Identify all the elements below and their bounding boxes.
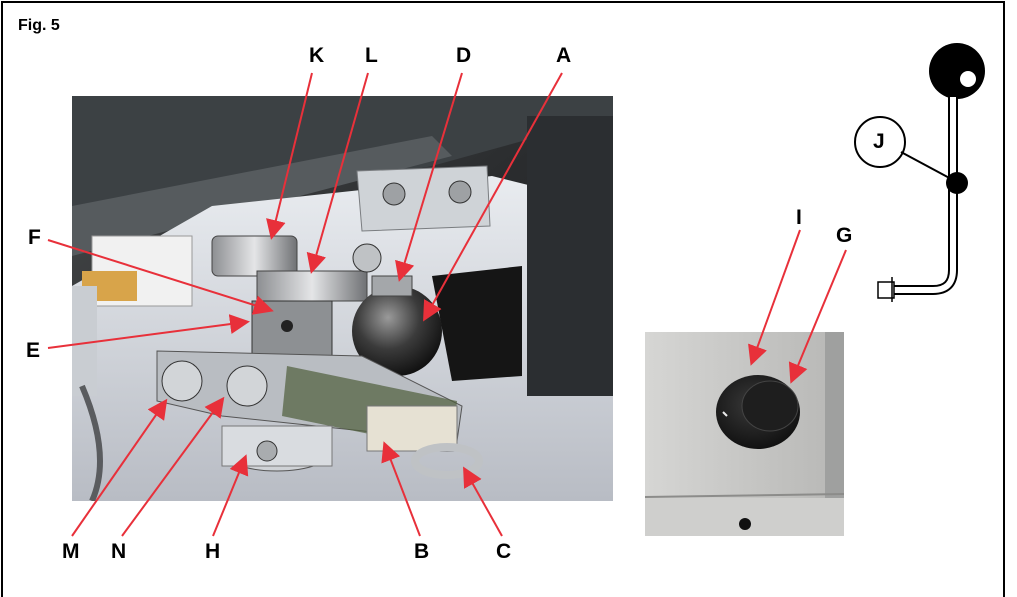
figure-title: Fig. 5 [18,17,60,34]
callout-e: E [26,339,41,362]
callout-f: F [28,226,41,249]
lever-diagram [877,43,985,302]
mechanism-photo [72,96,613,501]
label-circle-j [854,116,906,168]
callout-c: C [496,540,512,563]
knob-photo [645,332,844,536]
callout-l: L [365,44,378,67]
callout-j: J [873,130,885,153]
callout-k: K [309,44,325,67]
callout-d: D [456,44,472,67]
callout-a: A [556,44,572,67]
callout-n: N [111,540,127,563]
callout-h: H [205,540,221,563]
callout-i: I [796,206,802,229]
callout-b: B [414,540,430,563]
callout-m: M [62,540,80,563]
callout-g: G [836,224,853,247]
